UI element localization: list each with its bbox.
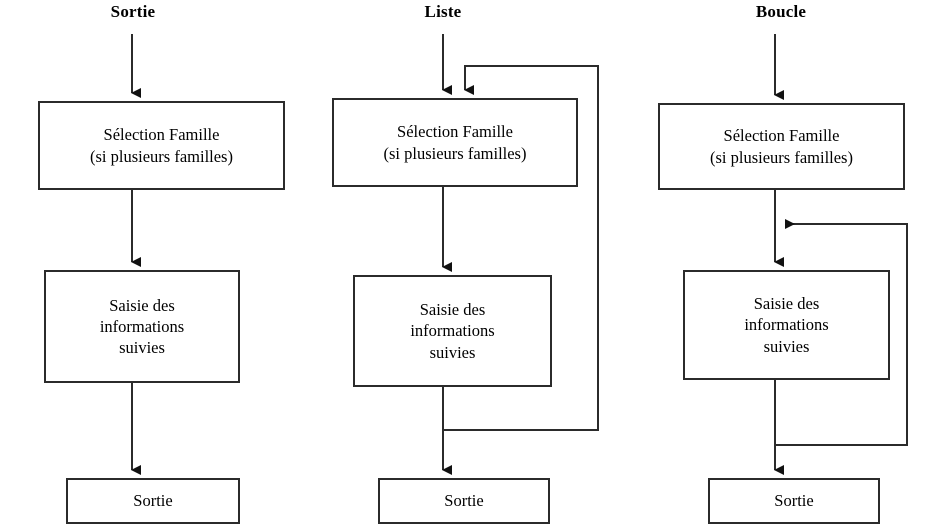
node-text-line2: (si plusieurs familles) xyxy=(90,146,233,166)
column-title-boucle: Boucle xyxy=(755,2,807,21)
node-text-line1: Sélection Famille xyxy=(103,125,220,145)
connectors-col-boucle xyxy=(774,34,908,475)
node-saisie-informations-sortie[interactable]: Saisie des informations suivies xyxy=(44,270,240,383)
node-text-line1: Saisie des xyxy=(109,295,175,315)
node-sortie-sortie[interactable]: Sortie xyxy=(66,478,240,524)
loop-back-to-selection xyxy=(443,65,599,431)
connectors-col-liste xyxy=(442,34,599,475)
node-saisie-informations-boucle[interactable]: Saisie des informations suivies xyxy=(683,270,890,380)
node-text-line1: Sortie xyxy=(444,491,484,511)
node-selection-famille-sortie[interactable]: Sélection Famille (si plusieurs familles… xyxy=(38,101,285,190)
column-title-liste: Liste xyxy=(424,2,462,21)
node-text-line2: (si plusieurs familles) xyxy=(710,147,853,167)
node-text-line3: suivies xyxy=(763,336,810,356)
node-text-line1: Sortie xyxy=(774,491,814,511)
node-selection-famille-liste[interactable]: Sélection Famille (si plusieurs familles… xyxy=(332,98,578,187)
node-text-line1: Sortie xyxy=(133,491,173,511)
node-text-line3: suivies xyxy=(119,338,165,358)
node-text-line1: Sélection Famille xyxy=(397,122,513,142)
node-text-line2: (si plusieurs familles) xyxy=(383,143,527,163)
node-text-line2: informations xyxy=(99,316,185,336)
node-selection-famille-boucle[interactable]: Sélection Famille (si plusieurs familles… xyxy=(658,103,905,190)
node-sortie-boucle[interactable]: Sortie xyxy=(708,478,880,524)
node-text-line3: suivies xyxy=(429,342,476,362)
column-title-sortie: Sortie xyxy=(110,2,156,21)
node-text-line1: Saisie des xyxy=(753,294,820,314)
node-saisie-informations-liste[interactable]: Saisie des informations suivies xyxy=(353,275,552,387)
node-sortie-liste[interactable]: Sortie xyxy=(378,478,550,524)
node-text-line1: Saisie des xyxy=(419,300,486,320)
loop-back-to-saisie xyxy=(775,219,908,446)
node-text-line2: informations xyxy=(410,321,495,341)
node-text-line2: informations xyxy=(744,315,829,335)
node-text-line1: Sélection Famille xyxy=(723,126,840,146)
